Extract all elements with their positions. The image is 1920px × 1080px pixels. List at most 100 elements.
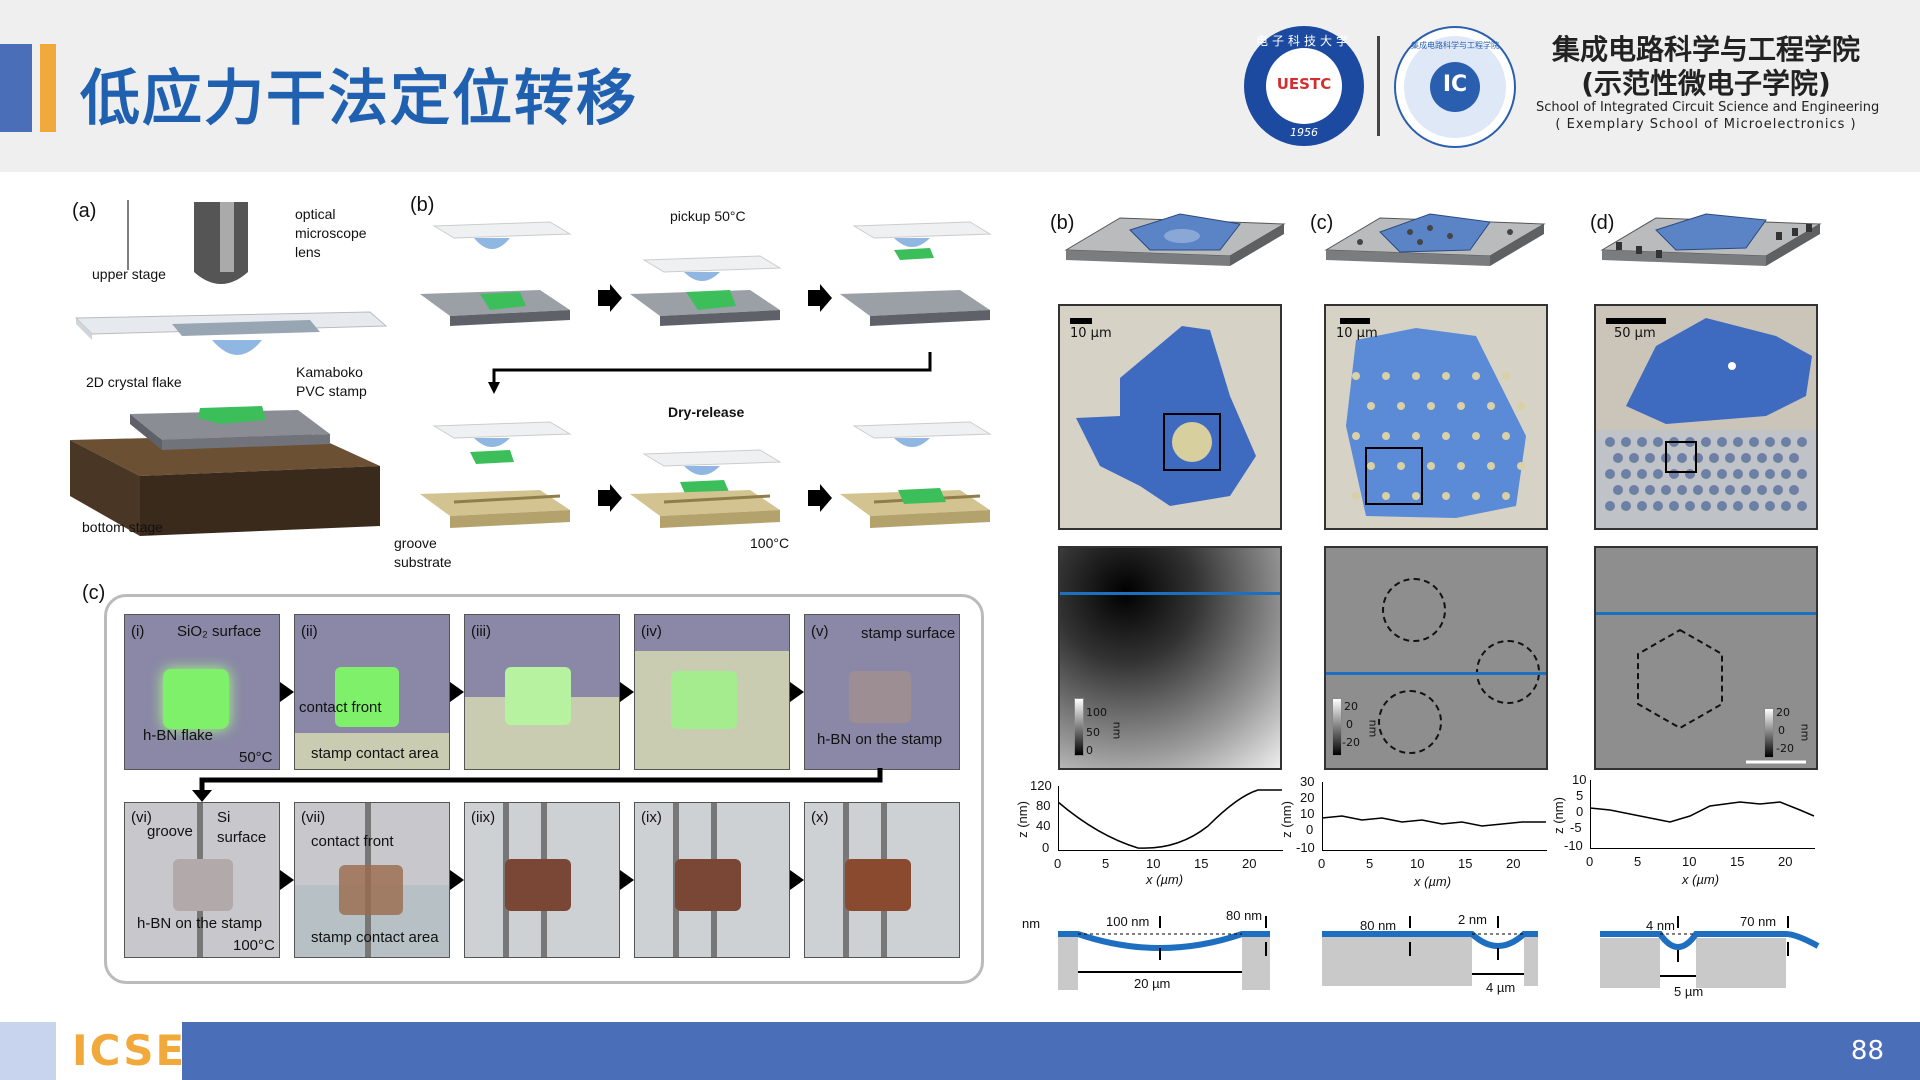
- tile-i-text3: 50°C: [239, 749, 273, 766]
- right-c-ytick-0: 30: [1300, 774, 1315, 789]
- tile-vi-text5: 100°C: [233, 937, 275, 954]
- right-c-afm-scale-bot: -20: [1342, 736, 1360, 749]
- page-title: 低应力干法定位转移: [80, 64, 638, 134]
- tile-vi-text2: surface: [217, 829, 267, 846]
- right-b-ytick-3: 0: [1042, 840, 1050, 855]
- right-b-ylabel: z (nm): [1014, 801, 1030, 838]
- panel-b-illustration: [420, 221, 992, 528]
- right-d-ylabel: z (nm): [1550, 797, 1566, 834]
- right-d-xtick-2: 10: [1682, 854, 1697, 869]
- right-d-cross-section: [1600, 916, 1820, 988]
- right-c-optical-image: 10 µm: [1324, 304, 1548, 530]
- right-d-sketch-d2: 70 nm: [1740, 914, 1777, 929]
- arrow-c2: [450, 682, 464, 702]
- right-d-optical-image: 50 µm: [1594, 304, 1818, 530]
- right-c-xtick-4: 20: [1506, 856, 1521, 871]
- right-b-ytick-1: 80: [1036, 798, 1051, 813]
- bottom-stage-label: bottom stage: [82, 519, 163, 535]
- right-c-afm-image: 20 0 -20 nm: [1324, 546, 1548, 770]
- temp-100-label: 100°C: [750, 535, 790, 551]
- right-d-afm-image: 20 0 -20 nm: [1594, 546, 1818, 770]
- right-c-ytick-4: -10: [1296, 840, 1315, 855]
- tile-i-text1: SiO₂ surface: [177, 623, 262, 640]
- right-d-ytick-1: 5: [1576, 788, 1584, 803]
- institute-name-en-line1: School of Integrated Circuit Science and…: [1536, 100, 1880, 115]
- right-d-xlabel: x (µm): [1682, 872, 1720, 887]
- groove-label-1: groove: [394, 535, 437, 551]
- title-accent-orange: [40, 44, 56, 132]
- tile-vi-text4: h-BN on the stamp: [137, 915, 263, 932]
- right-c-profile-line: [1322, 815, 1546, 827]
- tile-x: (x): [804, 802, 960, 958]
- right-d-ytick-0: 10: [1572, 772, 1587, 787]
- uestc-logo: UESTC 电子科技大学 1956: [1244, 26, 1364, 146]
- right-b-afm-scale-top: 100: [1086, 706, 1107, 719]
- right-d-ytick-4: -10: [1564, 838, 1583, 853]
- panel-c-label: (c): [82, 582, 106, 604]
- right-c-xtick-1: 5: [1366, 856, 1374, 871]
- institute-name-en-line2: ( Exemplary School of Microelectronics ): [1555, 117, 1857, 132]
- tile-iix: (iix): [464, 802, 620, 958]
- tile-ix-id: (ix): [641, 809, 662, 826]
- right-c-ytick-2: 10: [1300, 806, 1315, 821]
- right-b-sketch-d2: 80 nm: [1226, 908, 1263, 923]
- tile-i-text2: h-BN flake: [143, 727, 214, 744]
- tile-iix-id: (iix): [471, 809, 496, 826]
- ic-logo: IC 集成电路科学与工程学院: [1394, 26, 1516, 148]
- arrow-c8: [790, 870, 804, 890]
- lens-label-1: optical: [295, 206, 336, 222]
- right-c-xtick-2: 10: [1410, 856, 1425, 871]
- uestc-logo-text: UESTC: [1276, 75, 1332, 93]
- right-b-3d-sketch: [1064, 213, 1286, 266]
- right-c-3d-sketch: [1324, 213, 1546, 266]
- right-d-xtick-3: 15: [1730, 854, 1745, 869]
- tile-x-id: (x): [811, 809, 829, 826]
- right-b-afm-unit: nm: [1110, 721, 1124, 740]
- tile-vii: (vii) contact front stamp contact area: [294, 802, 450, 958]
- arrow-c1: [280, 682, 294, 702]
- right-b-xtick-0: 0: [1054, 856, 1062, 871]
- right-b-afm-scale-mid: 50: [1086, 726, 1100, 739]
- page-number: 88: [1850, 1036, 1884, 1066]
- panel-c-frame: [104, 594, 984, 984]
- right-d-label: (d): [1590, 212, 1615, 234]
- institute-name-en: School of Integrated Circuit Science and…: [1536, 99, 1880, 133]
- tile-iii: (iii): [464, 614, 620, 770]
- right-c-xtick-3: 15: [1458, 856, 1473, 871]
- stamp-label-2: PVC stamp: [296, 383, 367, 399]
- right-d-xtick-0: 0: [1586, 854, 1594, 869]
- tile-vi-text1: Si: [217, 809, 231, 826]
- tile-vii-text1: contact front: [311, 833, 394, 850]
- uestc-logo-year: 1956: [1290, 126, 1318, 139]
- right-d-sketch-width: 5 µm: [1674, 984, 1704, 999]
- right-d-xtick-1: 5: [1634, 854, 1642, 869]
- right-b-optical-image: 10 µm: [1058, 304, 1282, 530]
- right-d-profile-axes: [1590, 780, 1815, 849]
- arrow-c6: [450, 870, 464, 890]
- right-d-afm-scale-bot: -20: [1776, 742, 1794, 755]
- ic-logo-arc-text: 集成电路科学与工程学院: [1411, 41, 1499, 50]
- right-c-afm-scale-top: 20: [1344, 700, 1358, 713]
- right-d-ytick-2: 0: [1576, 804, 1584, 819]
- right-b-afm-image: 100 50 0 nm: [1058, 546, 1282, 770]
- right-b-scale: 10 µm: [1070, 326, 1112, 341]
- tile-vii-text2: stamp contact area: [311, 929, 439, 946]
- right-c-sketch-d1: 80 nm: [1360, 918, 1397, 933]
- right-d-ytick-3: -5: [1570, 820, 1582, 835]
- right-b-profile-axes: [1058, 786, 1283, 851]
- right-d-afm-unit: nm: [1798, 723, 1812, 742]
- tile-vi-text3: groove: [147, 823, 193, 840]
- right-b-profile-line: [1058, 789, 1282, 849]
- arrow-c7: [620, 870, 634, 890]
- right-d-sketch-d1: 4 nm: [1646, 918, 1675, 933]
- right-d-afm-scale-top: 20: [1776, 706, 1790, 719]
- right-d-3d-sketch: [1600, 213, 1822, 266]
- right-c-afm-unit: nm: [1366, 719, 1380, 738]
- right-b-sketch-nm: nm: [1022, 916, 1041, 931]
- right-c-profile-axes: [1322, 782, 1547, 851]
- right-c-cross-section: [1322, 916, 1538, 986]
- groove-label-2: substrate: [394, 554, 452, 570]
- right-b-afm-scale-bot: 0: [1086, 744, 1093, 757]
- right-c-xlabel: x (µm): [1414, 874, 1452, 889]
- institute-name-cn-line1: 集成电路科学与工程学院: [1551, 33, 1860, 66]
